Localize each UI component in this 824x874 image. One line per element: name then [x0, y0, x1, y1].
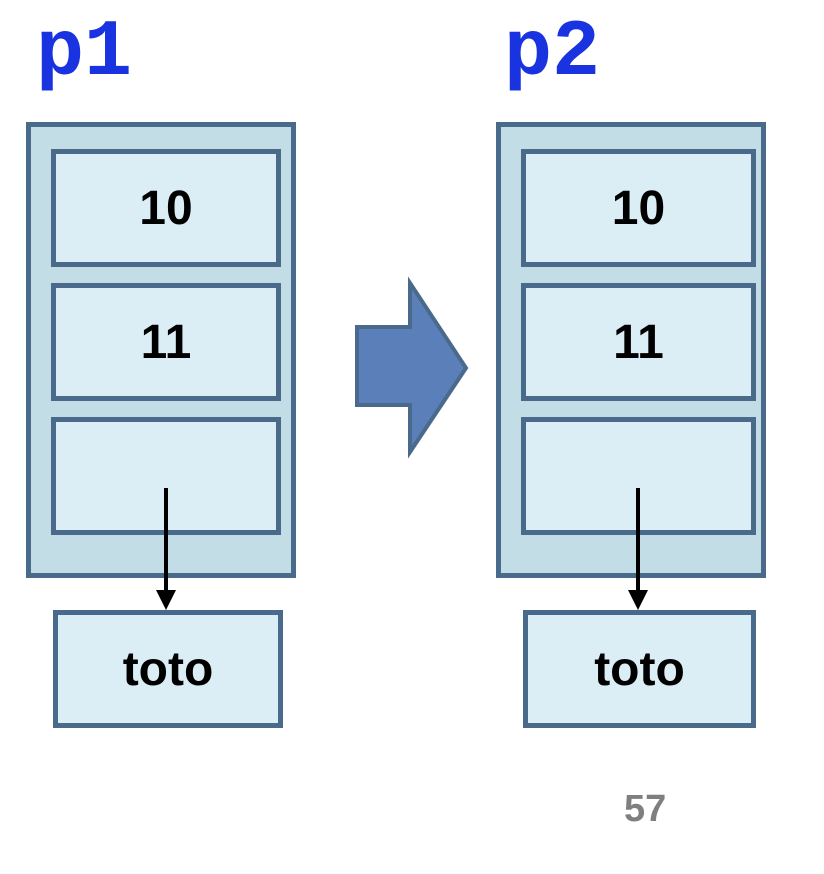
field-reference: [51, 417, 281, 535]
block-arrow-right-icon: [355, 276, 469, 459]
referenced-object-toto-1: toto: [53, 610, 283, 728]
field-value-2: 11: [521, 283, 756, 401]
referenced-object-toto-2: toto: [523, 610, 756, 728]
object-label-p1: p1: [36, 8, 133, 99]
object-frame-p2: 10 11: [496, 122, 766, 578]
field-reference: [521, 417, 756, 535]
field-value-1: 10: [521, 149, 756, 267]
object-frame-p1: 10 11: [26, 122, 296, 578]
field-value-1: 10: [51, 149, 281, 267]
page-number: 57: [624, 788, 667, 830]
object-label-p2: p2: [504, 8, 601, 99]
field-value-2: 11: [51, 283, 281, 401]
